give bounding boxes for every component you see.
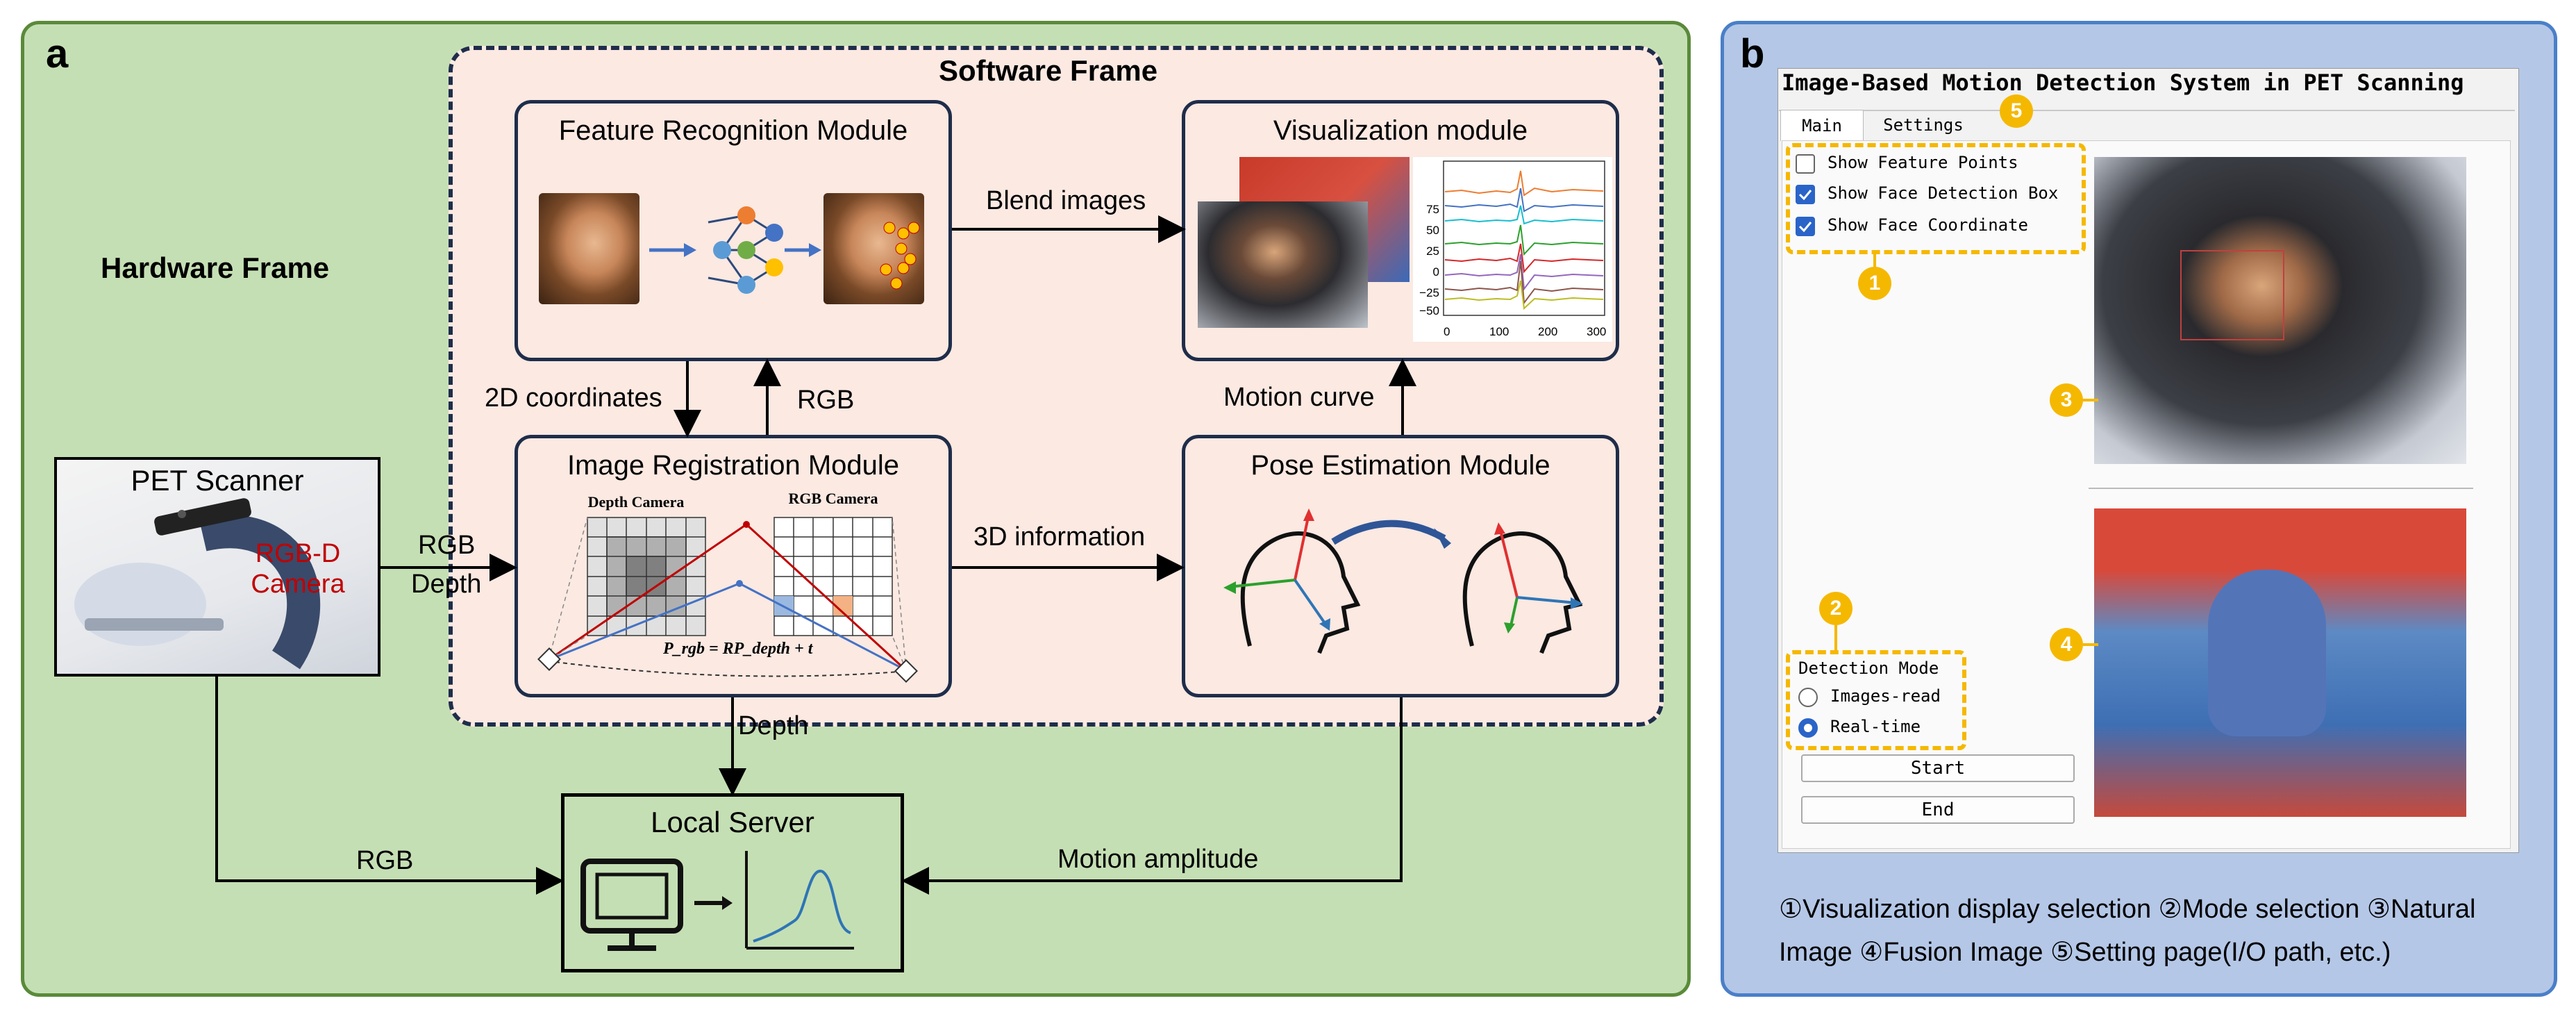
badge-1: 1 <box>1858 267 1891 300</box>
x-tick: 100 <box>1489 325 1509 338</box>
x-tick: 200 <box>1538 325 1558 338</box>
checkbox-show-feature-points[interactable] <box>1796 154 1815 174</box>
y-tick: 0 <box>1432 265 1439 279</box>
edge-label-depth-in: Depth <box>411 570 482 599</box>
face-photo-input <box>539 193 639 304</box>
motion-chart-area <box>1413 157 1612 342</box>
natural-image-thumb <box>1198 201 1368 328</box>
landmark-stars-icon <box>880 222 920 290</box>
checkbox-label-face-detection-box: Show Face Detection Box <box>1828 183 2059 203</box>
caption-line-2: Image ④Fusion Image ⑤Setting page(I/O pa… <box>1779 938 2391 967</box>
registration-diagram <box>537 517 918 683</box>
caption-line-1: ①Visualization display selection ②Mode s… <box>1779 895 2476 924</box>
badge-1-connector <box>1873 253 1876 268</box>
rgb-camera-label: RGB Camera <box>788 490 878 507</box>
radio-images-read[interactable] <box>1798 688 1818 707</box>
window-title: Image-Based Motion Detection System in P… <box>1782 69 2464 96</box>
badge-4: 4 <box>2050 628 2083 661</box>
x-tick: 300 <box>1587 325 1607 338</box>
badge-2-connector <box>1834 625 1837 650</box>
registration-formula: P_rgb = RP_depth + t <box>663 640 813 658</box>
feature-recognition-title: Feature Recognition Module <box>558 115 908 146</box>
checkmark-icon <box>1798 190 1812 201</box>
fusion-face-silhouette <box>2208 570 2326 736</box>
edge-label-depth-down: Depth <box>738 711 809 740</box>
depth-camera-label: Depth Camera <box>587 493 685 511</box>
end-button[interactable]: End <box>1801 796 2075 824</box>
radio-label-images-read: Images-read <box>1830 686 1941 706</box>
natural-image-view <box>2094 157 2466 464</box>
edge-label-3d-information: 3D information <box>973 522 1146 552</box>
badge-5: 5 <box>2000 94 2033 128</box>
edge-label-2d-coordinates: 2D coordinates <box>485 383 662 413</box>
edge-label-motion-amplitude: Motion amplitude <box>1057 845 1259 874</box>
visualization-title: Visualization module <box>1273 115 1528 146</box>
chart-x-ticks: 0 100 200 300 <box>1413 325 1612 340</box>
panel-letter-b: b <box>1740 31 1765 76</box>
pose-estimation-module <box>1182 435 1619 697</box>
checkbox-label-feature-points: Show Feature Points <box>1828 153 2018 172</box>
checkmark-icon <box>1798 222 1812 233</box>
edge-label-rgb-bottom: RGB <box>356 846 414 875</box>
pet-scanner-icon <box>74 498 321 670</box>
badge-2: 2 <box>1819 592 1852 625</box>
badge-3: 3 <box>2050 383 2083 417</box>
y-tick: −50 <box>1419 304 1439 317</box>
mode-selection-box <box>1786 650 1966 750</box>
chart-y-ticks: 75 50 25 0 −25 −50 <box>1413 157 1444 317</box>
visualization-selection-box <box>1786 143 2086 254</box>
checkbox-label-face-coordinate: Show Face Coordinate <box>1828 215 2028 235</box>
motion-curve-chart <box>1443 160 1605 316</box>
tab-main[interactable]: Main <box>1780 110 1864 141</box>
badge-4-connector <box>2083 643 2098 646</box>
y-tick: 75 <box>1426 203 1439 216</box>
computer-monitor-icon <box>580 851 854 951</box>
rgbd-camera-label-1: RGB-D <box>255 539 341 568</box>
edge-label-rgb-up: RGB <box>797 386 855 415</box>
pose-estimation-title: Pose Estimation Module <box>1251 450 1550 481</box>
y-tick: 25 <box>1426 245 1439 258</box>
start-button[interactable]: Start <box>1801 754 2075 782</box>
edge-label-motion-curve: Motion curve <box>1223 383 1375 412</box>
pet-scanner-label: PET Scanner <box>131 464 304 497</box>
radio-label-real-time: Real-time <box>1830 717 1921 736</box>
tab-bar-divider <box>1779 110 2515 111</box>
checkbox-show-face-coordinate[interactable] <box>1796 217 1815 236</box>
detection-mode-label: Detection Mode <box>1798 658 1939 678</box>
software-frame-label: Software Frame <box>939 54 1158 87</box>
panel-letter-a: a <box>46 31 69 76</box>
y-tick: 50 <box>1426 224 1439 237</box>
x-tick: 0 <box>1444 325 1450 338</box>
y-tick: −25 <box>1419 286 1439 299</box>
face-detection-box <box>2180 250 2284 340</box>
face-photo-landmarks <box>823 193 924 304</box>
checkbox-show-face-detection-box[interactable] <box>1796 185 1815 204</box>
rgbd-camera-label-2: Camera <box>251 570 345 599</box>
neural-network-icon <box>649 206 821 294</box>
head-pose-diagram <box>1223 508 1583 654</box>
edge-label-blend-images: Blend images <box>986 186 1146 215</box>
image-registration-title: Image Registration Module <box>567 450 900 481</box>
hardware-frame-label: Hardware Frame <box>101 251 330 284</box>
local-server-title: Local Server <box>651 806 814 838</box>
edge-label-rgb-in: RGB <box>418 531 476 560</box>
image-divider <box>2089 488 2473 489</box>
tab-settings[interactable]: Settings <box>1883 115 1964 135</box>
radio-real-time[interactable] <box>1798 718 1818 738</box>
badge-3-connector <box>2083 399 2098 401</box>
